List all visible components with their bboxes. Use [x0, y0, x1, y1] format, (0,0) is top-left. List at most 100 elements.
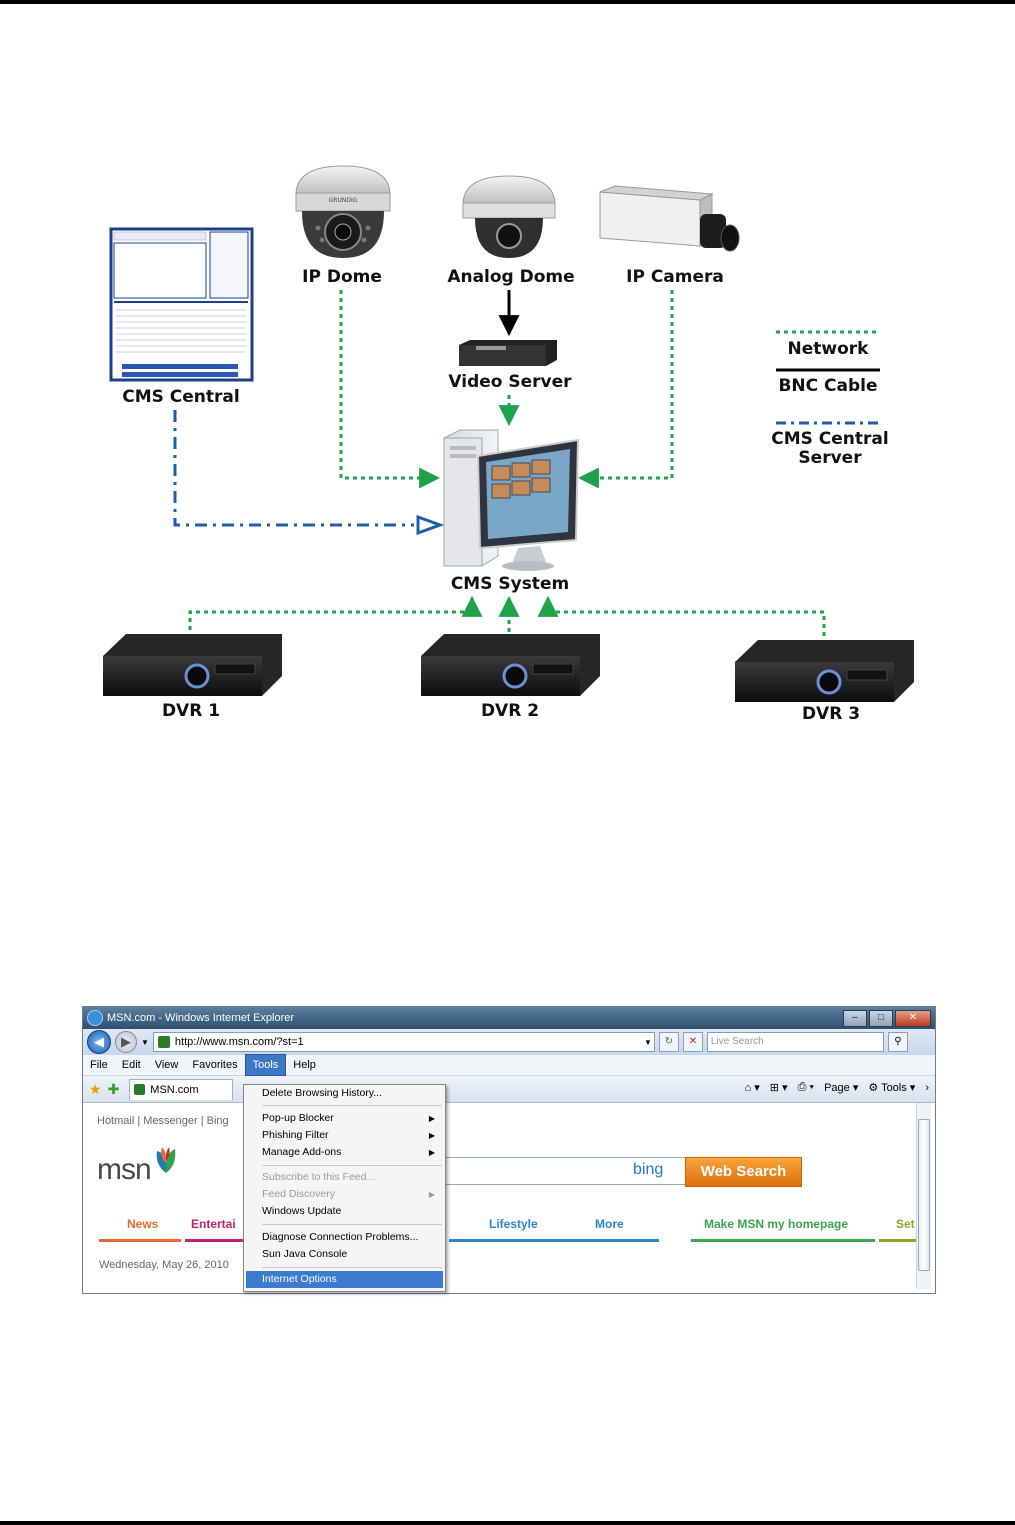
- tab-msn[interactable]: MSN.com: [129, 1078, 234, 1100]
- search-icon[interactable]: ⚲: [887, 1032, 908, 1052]
- page-content: Hotmail | Messenger | Bing msn bing Web …: [83, 1103, 935, 1293]
- close-button[interactable]: ✕: [895, 1009, 931, 1027]
- history-dropdown-icon[interactable]: ▼: [141, 1037, 149, 1047]
- minimize-button[interactable]: –: [843, 1009, 867, 1027]
- back-button[interactable]: ◀: [87, 1030, 111, 1054]
- menu-item-popup-blocker-label: Pop-up Blocker: [262, 1112, 334, 1124]
- category-more[interactable]: More: [595, 1217, 624, 1231]
- scrollbar-thumb[interactable]: [918, 1119, 930, 1271]
- tools-menu-button[interactable]: ⚙ Tools ▾: [868, 1082, 916, 1094]
- favorites-star-icon[interactable]: ★: [89, 1080, 102, 1097]
- cms-network-diagram: CMS Central GRUNDIG IP Dome Analog Dome …: [103, 165, 914, 724]
- video-server-device: [459, 340, 557, 366]
- cms-central-server-line: [173, 410, 445, 536]
- submenu-arrow-icon: ▶: [428, 1190, 435, 1199]
- menu-item-manage-addons[interactable]: Manage Add-ons▶: [246, 1144, 443, 1161]
- toolbar-overflow-icon[interactable]: ›: [925, 1081, 929, 1094]
- page-menu-button[interactable]: Page ▾: [824, 1082, 859, 1094]
- menu-item-delete-history-label: Delete Browsing History...: [262, 1087, 383, 1099]
- dvr2-device: [421, 634, 600, 696]
- address-row: ◀ ▶ ▼ http://www.msn.com/?st=1 ▼ ↻ ✕ Liv…: [83, 1029, 935, 1055]
- menu-item-internet-options[interactable]: Internet Options: [246, 1271, 443, 1288]
- menu-file[interactable]: File: [90, 1059, 108, 1071]
- category-nav: News Entertai Lifestyle More Make MSN my…: [99, 1217, 935, 1247]
- refresh-button[interactable]: ↻: [658, 1032, 679, 1052]
- menu-view[interactable]: View: [154, 1059, 179, 1071]
- ip-box-camera: [599, 185, 740, 252]
- menu-separator: [262, 1105, 442, 1106]
- menu-item-internet-options-label: Internet Options: [262, 1273, 337, 1285]
- tab-label: MSN.com: [150, 1083, 199, 1096]
- submenu-arrow-icon: ▶: [428, 1114, 435, 1123]
- menu-separator: [262, 1267, 442, 1268]
- vertical-scrollbar[interactable]: [916, 1103, 931, 1289]
- legend-network-label: Network: [788, 339, 870, 359]
- menu-separator: [262, 1165, 442, 1166]
- menu-item-feed-discovery: Feed Discovery ▶: [246, 1186, 443, 1203]
- tab-row: ★ ✚ MSN.com ⌂ ▾ ⊞ ▾ ⎙ ▾ Page ▾ ⚙ Tools ▾…: [83, 1076, 935, 1103]
- menu-item-sun-java-console[interactable]: Sun Java Console: [246, 1246, 443, 1263]
- category-entertainment[interactable]: Entertai: [191, 1217, 236, 1231]
- category-news[interactable]: News: [127, 1217, 159, 1231]
- msn-logo[interactable]: msn: [97, 1153, 152, 1186]
- address-bar[interactable]: http://www.msn.com/?st=1 ▼: [152, 1032, 655, 1052]
- category-lifestyle-underline: [449, 1239, 569, 1242]
- page-date: Wednesday, May 26, 2010: [99, 1259, 229, 1271]
- settings-underline: [879, 1239, 919, 1242]
- feeds-icon[interactable]: ⊞ ▾: [769, 1082, 788, 1094]
- analog-dome-label: Analog Dome: [447, 267, 574, 287]
- legend-bnc-label: BNC Cable: [778, 376, 877, 396]
- maximize-button[interactable]: □: [869, 1009, 893, 1027]
- submenu-arrow-icon: ▶: [428, 1148, 435, 1157]
- web-search-input[interactable]: [445, 1157, 686, 1185]
- bottom-rule: [0, 1521, 1015, 1525]
- menu-item-windows-update[interactable]: Windows Update: [246, 1203, 443, 1220]
- menu-item-sun-java-console-label: Sun Java Console: [262, 1248, 348, 1260]
- category-more-underline: [565, 1239, 659, 1242]
- menu-edit[interactable]: Edit: [121, 1059, 141, 1071]
- web-search-button[interactable]: Web Search: [685, 1157, 802, 1187]
- add-favorites-icon[interactable]: ✚: [107, 1080, 120, 1097]
- dvr1-device: [103, 634, 282, 696]
- menu-item-subscribe-feed-label: Subscribe to this Feed...: [262, 1171, 376, 1183]
- tools-menu-label: Tools: [881, 1082, 907, 1094]
- menu-favorites[interactable]: Favorites: [192, 1059, 238, 1071]
- forward-button[interactable]: ▶: [115, 1031, 137, 1053]
- menu-item-feed-discovery-label: Feed Discovery: [262, 1188, 335, 1200]
- stop-button[interactable]: ✕: [682, 1032, 703, 1052]
- bing-logo: bing: [633, 1161, 664, 1178]
- tab-favicon-icon: [134, 1084, 146, 1095]
- category-entertainment-underline: [185, 1239, 261, 1242]
- cms-system-computer: [443, 429, 580, 571]
- legend-cms-server-label-1: CMS Central: [771, 429, 888, 449]
- menu-separator: [262, 1224, 442, 1225]
- network-line-dvr3: [537, 595, 826, 636]
- menu-help[interactable]: Help: [293, 1059, 316, 1071]
- home-icon[interactable]: ⌂ ▾: [744, 1082, 760, 1094]
- category-lifestyle[interactable]: Lifestyle: [489, 1217, 538, 1231]
- category-news-underline: [99, 1239, 181, 1242]
- menu-tools[interactable]: Tools: [244, 1054, 287, 1076]
- menu-item-phishing-filter[interactable]: Phishing Filter▶: [246, 1127, 443, 1144]
- dvr2-label: DVR 2: [481, 701, 539, 721]
- make-homepage-link[interactable]: Make MSN my homepage: [704, 1217, 849, 1231]
- address-dropdown-icon[interactable]: ▼: [643, 1037, 652, 1047]
- search-input[interactable]: Live Search: [706, 1032, 884, 1052]
- cms-central-screen: [109, 227, 254, 382]
- ip-camera-label: IP Camera: [626, 267, 724, 287]
- favicon-icon: [157, 1036, 170, 1048]
- top-rule: [0, 0, 1015, 4]
- menu-item-delete-history[interactable]: Delete Browsing History...: [246, 1085, 443, 1102]
- ip-dome-label: IP Dome: [302, 267, 382, 287]
- video-server-label: Video Server: [448, 372, 572, 392]
- msn-butterfly-icon: [156, 1147, 176, 1173]
- dvr3-device: [735, 640, 914, 702]
- top-links[interactable]: Hotmail | Messenger | Bing: [97, 1115, 229, 1127]
- print-icon[interactable]: ⎙ ▾: [797, 1081, 815, 1093]
- network-line-dvr1: [188, 595, 483, 630]
- settings-link[interactable]: Set: [896, 1217, 915, 1231]
- menu-item-popup-blocker[interactable]: Pop-up Blocker ▶: [246, 1110, 443, 1127]
- menu-item-diagnose-connection[interactable]: Diagnose Connection Problems...: [246, 1229, 443, 1246]
- ie-browser-window: MSN.com - Windows Internet Explorer – □ …: [82, 1006, 936, 1294]
- dvr1-label: DVR 1: [162, 701, 220, 721]
